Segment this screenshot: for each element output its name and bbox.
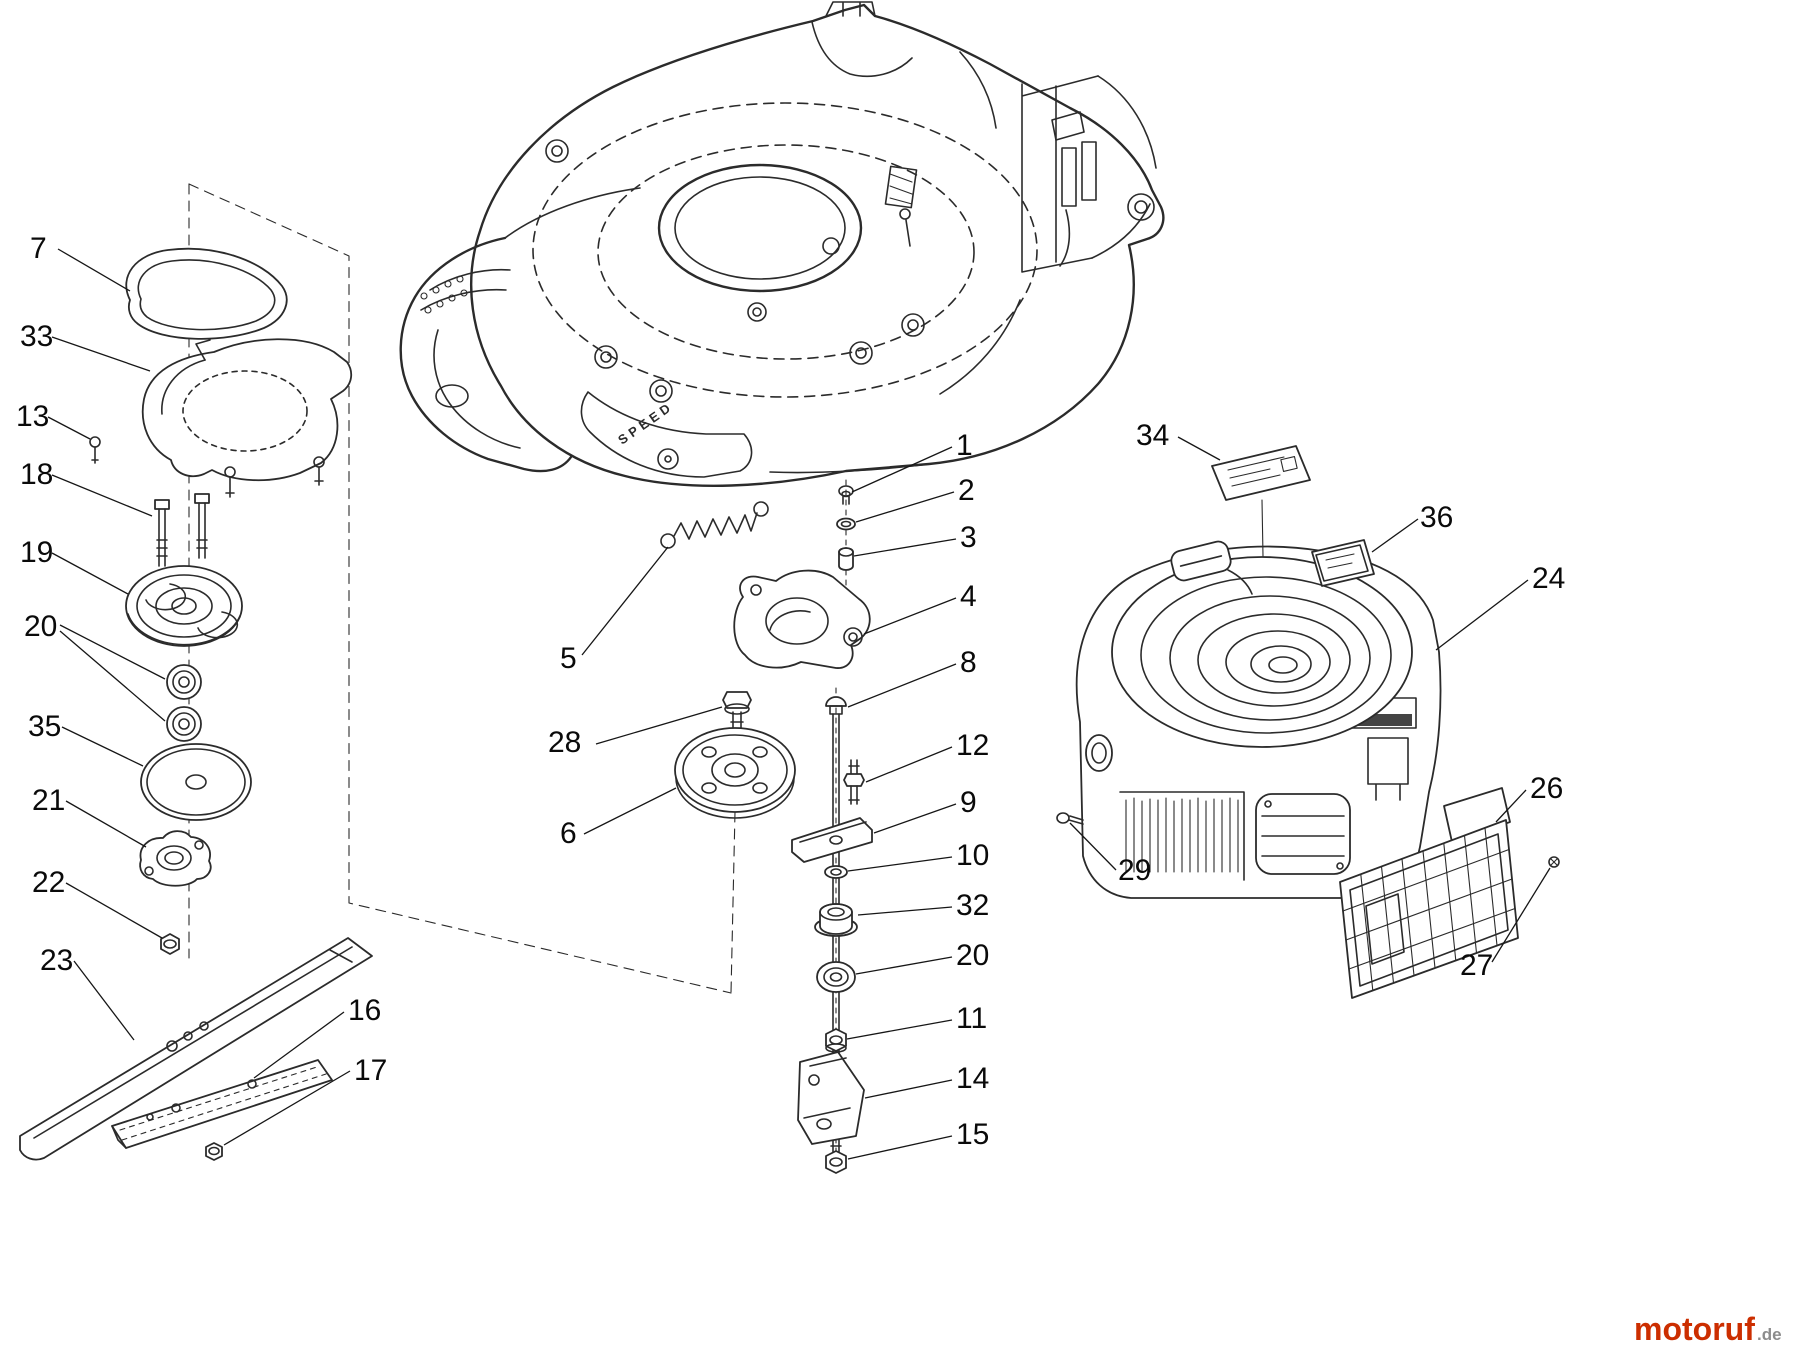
part-blade-nut: [205, 1142, 223, 1161]
part-pulley-lower: [674, 727, 796, 819]
part-guard-screw: [1548, 856, 1560, 868]
center-exploded-assembly: [660, 485, 873, 1174]
deck-cable-connector: [884, 165, 918, 247]
part-lower-bracket: [797, 1051, 865, 1145]
callout-label-1: 1: [956, 429, 973, 462]
construction-lines: [188, 183, 847, 1173]
callout-label-32: 32: [956, 889, 989, 922]
part-stud: [843, 759, 865, 805]
callout-label-5: 5: [560, 642, 577, 675]
part-pulley-upper: [125, 565, 243, 647]
callout-label-9: 9: [960, 786, 977, 819]
deck-discharge-chute: [399, 236, 573, 473]
callout-label-18: 18: [20, 458, 53, 491]
part-blade: [19, 937, 373, 1161]
part-bearings-left: [166, 664, 202, 742]
callout-label-23: 23: [40, 944, 73, 977]
part-spacer: [838, 547, 854, 571]
deck-embossed-text: SPEED: [615, 398, 676, 447]
callout-label-22: 22: [32, 866, 65, 899]
callout-label-14: 14: [956, 1062, 989, 1095]
part-drive-belt: [125, 247, 288, 340]
callout-label-8: 8: [960, 646, 977, 679]
callout-label-6: 6: [560, 817, 577, 850]
callout-label-12: 12: [956, 729, 989, 762]
part-disc: [140, 743, 252, 821]
callout-leaders: [47, 248, 1551, 1160]
engine-decal: [1211, 445, 1311, 557]
deck-dome-hidden-edge: [532, 102, 1038, 398]
callout-label-21: 21: [32, 784, 65, 817]
callout-label-34: 34: [1136, 419, 1169, 452]
part-idler-bolt: [722, 691, 752, 742]
callout-label-2: 2: [958, 474, 975, 507]
part-debris-guard: [1339, 787, 1519, 999]
deck-dome-hidden-edge-inner: [597, 144, 975, 360]
part-washer-lower: [824, 865, 848, 879]
callout-label-28: 28: [548, 726, 581, 759]
engine-starter-handle: [1170, 540, 1253, 595]
part-blade-stiffener: [111, 1059, 333, 1149]
callout-labels: 7 33 13 18 19 20 35 21 22 23 16 17 5 28 …: [16, 232, 1565, 1151]
callout-label-17: 17: [354, 1054, 387, 1087]
callout-label-13: 13: [16, 400, 49, 433]
deck-bolt-holes: [545, 139, 925, 403]
callout-label-15: 15: [956, 1118, 989, 1151]
callout-label-3: 3: [960, 521, 977, 554]
part-long-bolts: [154, 493, 210, 567]
callout-label-16: 16: [348, 994, 381, 1027]
callout-label-29: 29: [1118, 854, 1151, 887]
part-extension-spring: [660, 501, 769, 549]
part-bearing-center: [816, 961, 856, 993]
callout-label-20-center: 20: [956, 939, 989, 972]
callout-label-4: 4: [960, 580, 977, 613]
callout-label-24: 24: [1532, 562, 1565, 595]
callout-label-19: 19: [20, 536, 53, 569]
callout-label-27: 27: [1460, 949, 1493, 982]
callout-label-35: 35: [28, 710, 61, 743]
callout-label-36: 36: [1420, 501, 1453, 534]
deck-front-deflector: SPEED: [580, 391, 753, 478]
engine-recoil-starter: [1111, 556, 1413, 748]
part-idler-bracket: [733, 569, 871, 669]
watermark-brand: motoruf: [1634, 1311, 1755, 1347]
mower-deck-housing: SPEED: [399, 1, 1165, 487]
part-washer-upper: [836, 517, 856, 531]
callout-label-33: 33: [20, 320, 53, 353]
callout-label-26: 26: [1530, 772, 1563, 805]
part-mounting-screw: [89, 436, 101, 464]
engine-assembly: [1056, 445, 1560, 999]
engine-brand-decal: [1311, 539, 1375, 587]
part-blade-driver: [139, 830, 212, 887]
deck-center-opening: [657, 163, 863, 293]
callout-label-10: 10: [956, 839, 989, 872]
watermark: motoruf .de: [1634, 1311, 1782, 1347]
part-guard-bolt: [1056, 812, 1084, 825]
callout-label-7: 7: [30, 232, 47, 265]
part-locknut: [825, 1028, 847, 1053]
part-brake-cover: [141, 338, 353, 498]
part-bottom-nut: [825, 1150, 847, 1174]
part-nut-small: [160, 933, 180, 955]
part-brake-plate: [791, 817, 873, 863]
callout-label-11: 11: [956, 1002, 987, 1035]
left-exploded-assembly: [19, 247, 373, 1161]
callout-label-20-left: 20: [24, 610, 57, 643]
deck-rear-bracket: [1021, 75, 1157, 273]
watermark-tld: .de: [1757, 1325, 1782, 1344]
part-bushing: [814, 903, 858, 937]
